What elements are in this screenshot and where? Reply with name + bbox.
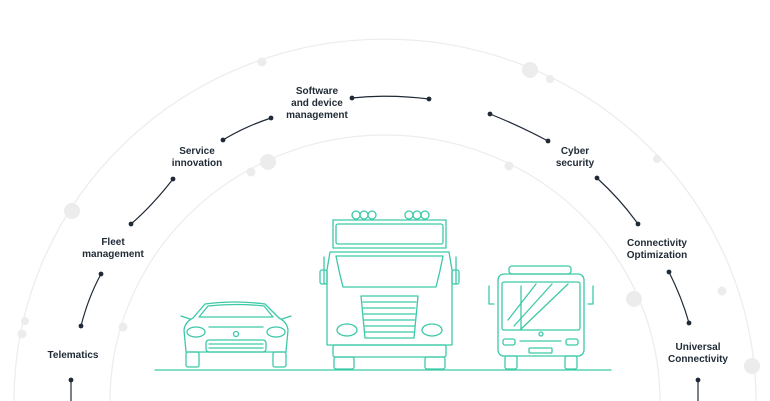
arc-dot — [717, 286, 727, 296]
connector-dot — [220, 137, 226, 143]
label-software-line2: and device — [291, 98, 343, 109]
connector-dots — [68, 95, 701, 383]
label-cyber-security: Cyber security — [540, 146, 610, 170]
connector-dot — [545, 138, 551, 144]
arc-dots — [17, 57, 760, 374]
arc-dot — [626, 291, 642, 307]
connector-dot — [68, 377, 74, 383]
label-universal-line2: Connectivity — [667, 354, 728, 365]
connector-software-cyber — [489, 113, 549, 142]
connector-dot — [78, 323, 84, 329]
connector-dot — [349, 95, 355, 101]
background-arcs — [13, 38, 757, 401]
label-telematics: Telematics — [39, 350, 107, 362]
connector-service-fleet — [130, 178, 174, 225]
connector-dot — [594, 175, 600, 181]
label-software-device-management: Software and device management — [272, 86, 362, 122]
truck-icon — [319, 210, 460, 370]
connector-connectivity-universal — [668, 271, 690, 324]
connector-dot — [695, 377, 701, 383]
label-service-line1: Service — [179, 146, 215, 157]
arc-dot — [21, 317, 29, 325]
label-fleet-management: Fleet management — [72, 237, 154, 261]
label-software-line1: Software — [295, 86, 339, 97]
connector-dot — [487, 111, 493, 117]
outer-arc — [13, 38, 757, 401]
label-cyber-line2: security — [555, 158, 595, 169]
label-cyber-line1: Cyber — [560, 146, 590, 157]
label-connectivity-line1: Connectivity — [626, 238, 687, 249]
label-service-innovation: Service innovation — [156, 146, 238, 170]
arc-dot — [504, 161, 514, 171]
arc-dot — [653, 155, 661, 163]
arc-dot — [260, 154, 276, 170]
connectors — [70, 95, 699, 401]
label-telematics-text: Telematics — [47, 350, 99, 361]
connector-software-service — [222, 117, 272, 141]
arc-dot — [64, 203, 80, 219]
bus-icon — [488, 265, 594, 370]
connector-dot — [268, 115, 274, 121]
connector-dot — [170, 176, 176, 182]
connector-software-top — [351, 95, 430, 100]
arc-dot — [246, 167, 256, 177]
label-fleet-line2: management — [82, 249, 144, 260]
vehicles — [154, 210, 612, 371]
connector-dot — [666, 269, 672, 275]
connector-dot — [128, 221, 134, 227]
arc-dot — [257, 57, 267, 67]
arc-dot — [118, 322, 128, 332]
label-connectivity-optimization: Connectivity Optimization — [612, 238, 702, 262]
connector-dot — [98, 271, 104, 277]
connector-dot — [686, 320, 692, 326]
label-service-line2: innovation — [171, 158, 223, 169]
arc-dot — [522, 62, 538, 78]
label-fleet-line1: Fleet — [101, 237, 125, 248]
inner-arc — [109, 134, 661, 401]
connector-dot — [426, 96, 432, 102]
connector-dot — [635, 221, 641, 227]
label-connectivity-line2: Optimization — [626, 250, 688, 261]
label-software-line3: management — [286, 110, 348, 121]
connector-cyber-connectivity — [596, 177, 639, 225]
car-icon — [180, 301, 292, 368]
label-universal-line1: Universal — [675, 342, 721, 353]
label-universal-connectivity: Universal Connectivity — [656, 342, 740, 366]
arc-dot — [546, 75, 554, 83]
arc-dot — [17, 329, 27, 339]
connector-fleet-telematics — [80, 273, 102, 327]
arc-dot — [744, 358, 760, 374]
